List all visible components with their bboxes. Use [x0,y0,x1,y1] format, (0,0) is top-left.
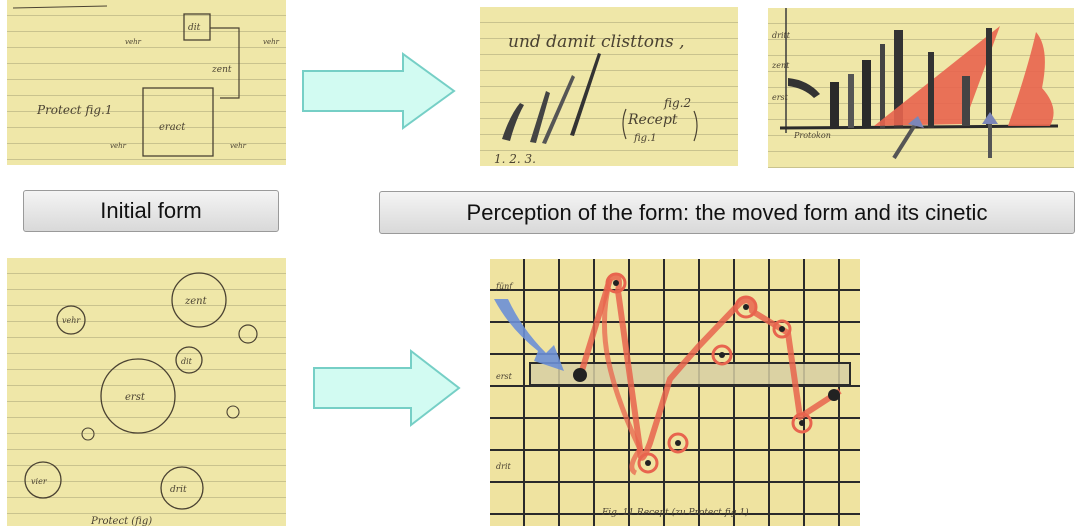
fig-note: fig.2 [663,96,691,110]
perception-sketch-strokes-drawing: und damit clisttons , fig.2 Recept fig.1… [494,32,698,166]
svg-text:vehr: vehr [125,38,142,46]
svg-text:drit: drit [496,462,512,471]
arrow-bottom-shape [313,348,461,428]
svg-text:erst: erst [772,93,789,102]
arrow-top-shape [302,52,456,130]
initial-form-label: Initial form [23,190,279,232]
caption-fig11: Fig. 11 Recept (zu Protect fig.1) [601,507,749,518]
caption-protect-fig1: Protect fig.1 [36,103,112,117]
circle-label-erst: erst [125,392,146,403]
svg-text:zent: zent [771,61,790,70]
perception-sketch-grid-drawing: fünf erst drit Fig. 11 Recept (zu Protec… [494,272,851,518]
sketch-footer: 1. 2. 3. [494,152,536,166]
box-label-eract: eract [159,122,186,133]
circle-label-vehr: vehr [62,316,81,325]
caption-protect: Protect (fig) [90,516,152,526]
svg-text:vehr: vehr [230,142,247,150]
box-label-dit: dit [188,23,201,33]
fig-note-fig1: fig.1 [633,133,657,144]
perception-sketch-grid: fünf erst drit Fig. 11 Recept (zu Protec… [490,259,860,526]
svg-text:fünf: fünf [495,282,514,291]
perception-sketch-bars-drawing: dritt zent erst Protokon [771,8,1059,160]
initial-form-sketch-top: dit zent eract Protect fig.1 vehr vehr v… [7,0,286,165]
svg-text:dritt: dritt [772,31,791,40]
circle-label-drit: drit [170,485,187,495]
circle-label-vier: vier [31,477,48,486]
box-label-zent: zent [211,65,232,75]
svg-text:erst: erst [496,372,513,381]
svg-text:vehr: vehr [110,142,127,150]
perception-label: Perception of the form: the moved form a… [379,191,1075,234]
circle-label-dit: dit [181,357,193,366]
arrow-top [300,51,458,131]
svg-text:vehr: vehr [263,38,280,46]
initial-form-sketch-circles: zent vehr erst dit vier drit Protect (fi… [7,258,286,526]
perception-sketch-strokes: und damit clisttons , fig.2 Recept fig.1… [480,7,738,166]
circle-label-zent: zent [184,296,208,307]
blue-arrow [494,299,564,371]
initial-form-sketch-top-drawing: dit zent eract Protect fig.1 vehr vehr v… [12,5,280,157]
initial-form-sketch-circles-drawing: zent vehr erst dit vier drit Protect (fi… [24,272,258,526]
perception-sketch-bars: dritt zent erst Protokon [768,8,1074,168]
fig-note-recept: Recept [627,112,678,128]
arrow-bottom [311,348,463,428]
svg-text:Protokon: Protokon [793,131,831,140]
sketch-heading: und damit clisttons , [508,32,685,52]
